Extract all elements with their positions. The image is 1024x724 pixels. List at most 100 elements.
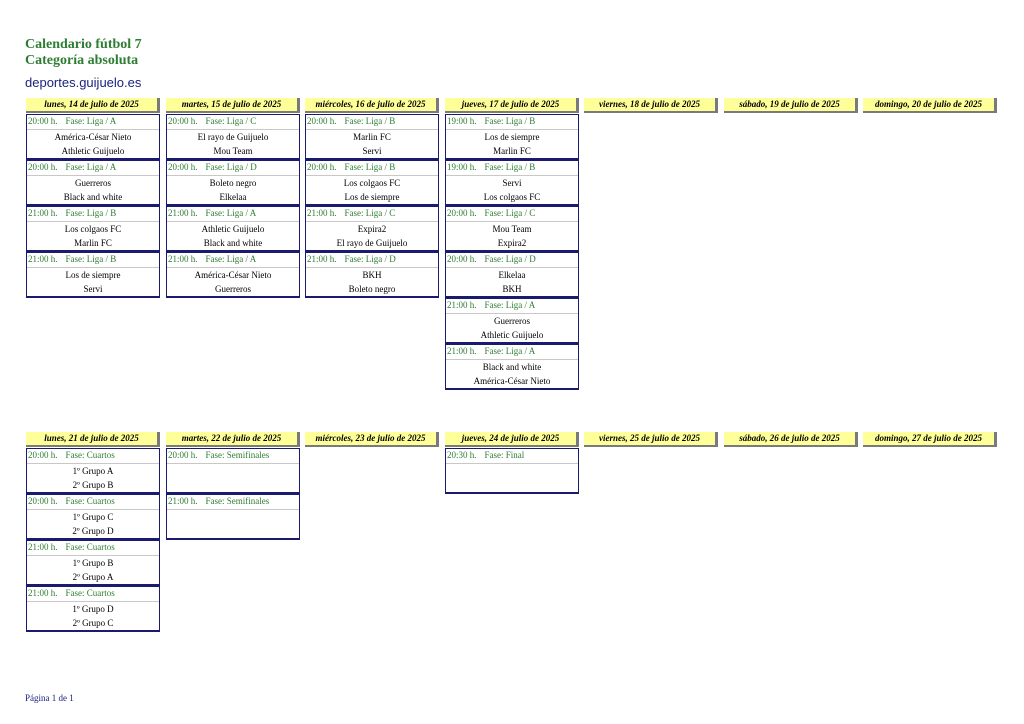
match-header: 20:00 h.Fase: Semifinales [167,449,299,464]
away-team: BKH [502,284,522,294]
day-header: jueves, 17 de julio de 2025 [445,98,579,113]
match-card: 20:00 h.Fase: Liga / B Los colgaos FC Los … [305,160,439,206]
day-header: domingo, 20 de julio de 2025 [863,98,997,113]
home-team: 1º Grupo A [72,466,114,476]
home-team: Expira2 [357,224,387,234]
match-phase: Fase: Liga / B [484,116,536,126]
away-team: América-César Nieto [473,376,551,386]
day-header: viernes, 25 de julio de 2025 [584,432,718,447]
home-team: Athletic Guijuelo [201,224,265,234]
home-team: Black and white [482,362,542,372]
match-header: 21:00 h.Fase: Cuartos [27,587,159,602]
home-team: 1º Grupo B [72,558,114,568]
match-header: 19:00 h.Fase: Liga / B [446,161,578,176]
match-phase: Fase: Liga / C [205,116,257,126]
away-team [167,524,299,538]
title-line-1: Calendario fútbol 7 [25,37,142,52]
home-team: América-César Nieto [194,270,272,280]
away-team: Mou Team [213,146,253,156]
match-time: 21:00 h. [168,496,198,506]
day-header: domingo, 27 de julio de 2025 [863,432,997,447]
day-header: sábado, 19 de julio de 2025 [724,98,858,113]
match-header: 20:00 h.Fase: Liga / B [306,161,438,176]
title-line-2: Categoría absoluta [25,53,139,68]
site-link[interactable]: deportes.guijuelo.es [25,75,142,90]
day-header: martes, 22 de julio de 2025 [166,432,300,447]
match-phase: Fase: Liga / A [205,254,257,264]
match-header: 21:00 h.Fase: Liga / A [446,299,578,314]
day-column: 20:30 h.Fase: Final [445,448,579,494]
day-column: 20:00 h.Fase: Semifinales 21:00 h.Fase: S… [166,448,300,540]
day-header: martes, 15 de julio de 2025 [166,98,300,113]
match-time: 21:00 h. [28,208,58,218]
match-card: 20:00 h.Fase: Liga / B Marlin FC Servi [305,114,439,160]
match-phase: Fase: Liga / A [205,208,257,218]
match-header: 21:00 h.Fase: Liga / A [167,253,299,268]
home-team: Mou Team [492,224,532,234]
match-time: 20:30 h. [447,450,477,460]
match-phase: Fase: Liga / D [484,254,536,264]
home-team: Los de siempre [484,132,540,142]
home-team: Los colgaos FC [343,178,401,188]
match-time: 20:00 h. [307,162,337,172]
home-team: 1º Grupo C [72,512,114,522]
match-header: 20:00 h.Fase: Liga / B [306,115,438,130]
match-time: 20:00 h. [307,116,337,126]
match-time: 20:00 h. [447,254,477,264]
match-phase: Fase: Liga / B [484,162,536,172]
away-team: Black and white [203,238,263,248]
page-footer: Página 1 de 1 [25,693,74,703]
away-team: Los de siempre [344,192,400,202]
away-team: El rayo de Guijuelo [336,238,408,248]
away-team: Servi [362,146,382,156]
day-header: miércoles, 23 de julio de 2025 [305,432,439,447]
home-team: Servi [502,178,522,188]
away-team: 2º Grupo C [72,618,114,628]
match-header: 21:00 h. Fase: Liga / B [27,253,159,268]
match-phase: Fase: Liga / D [344,254,396,264]
away-team: Athletic Guijuelo [480,330,544,340]
match-time: 21:00 h. [28,254,58,264]
match-phase: Fase: Liga / A [65,116,117,126]
away-team: Elkelaa [219,192,247,202]
match-time: 21:00 h. [447,300,477,310]
match-header: 21:00 h.Fase: Cuartos [27,541,159,556]
away-team: Black and white [63,192,123,202]
match-phase: Fase: Liga / A [65,162,117,172]
match-time: 20:00 h. [447,208,477,218]
match-phase: Fase: Liga / A [484,346,536,356]
match-header: 20:00 h. Fase: Liga / C [167,115,299,130]
match-phase: Fase: Liga / B [65,208,117,218]
match-time: 20:00 h. [168,450,198,460]
match-header: 21:00 h.Fase: Liga / A [446,345,578,360]
match-header: 21:00 h.Fase: Liga / A [167,207,299,222]
match-time: 20:00 h. [168,116,198,126]
match-header: 21:00 h.Fase: Liga / D [306,253,438,268]
match-card: 21:00 h.Fase: Semifinales [166,494,300,540]
home-team: Los colgaos FC [64,224,122,234]
day-header: sábado, 26 de julio de 2025 [724,432,858,447]
match-header: 20:00 h.Fase: Liga / C [446,207,578,222]
match-phase: Fase: Cuartos [65,496,115,506]
match-card: 21:00 h.Fase: Liga / A América-César Niet… [166,252,300,298]
match-phase: Fase: Liga / B [65,254,117,264]
home-team: Marlin FC [353,132,391,142]
